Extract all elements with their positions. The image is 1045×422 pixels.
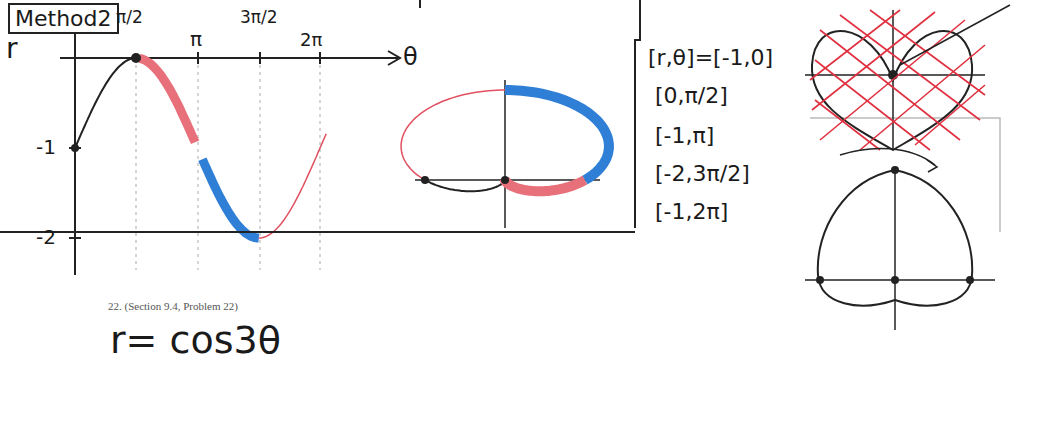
equation: r= cos3θ <box>110 320 281 362</box>
axis-label: θ <box>403 44 418 70</box>
point-dot <box>131 53 141 63</box>
point-pair: [r,θ]=[-1,0] <box>648 46 773 70</box>
grid-lines <box>136 58 320 270</box>
frame-line <box>419 0 421 8</box>
point-dot <box>816 276 824 284</box>
tick-label: π/2 <box>116 8 143 27</box>
graph-curve <box>75 58 136 148</box>
problem-heading: 22. (Section 9.4, Problem 22) <box>108 300 238 312</box>
tick-marks <box>69 52 320 238</box>
rejected-sketch <box>900 5 1010 65</box>
tick-label: 3π/2 <box>240 8 278 27</box>
frame-line <box>0 231 635 233</box>
frame-line <box>810 118 1000 232</box>
tick-label: -2 <box>36 226 56 248</box>
cross-out-hatching <box>810 10 985 150</box>
point-dot <box>891 276 899 284</box>
point-dot <box>966 276 974 284</box>
arrow-head <box>927 160 937 172</box>
point-dot <box>888 70 898 80</box>
method-box: Method2 <box>8 3 119 34</box>
axis-label: r <box>6 34 18 65</box>
point-dot <box>501 176 509 184</box>
tick-label: -1 <box>36 136 56 158</box>
polar-axis <box>894 170 896 330</box>
point-pair: [-2,3π/2] <box>655 162 750 186</box>
point-pair: [-1,π] <box>655 124 714 148</box>
box-title: Method2 <box>15 6 112 31</box>
graph-curve-red <box>139 58 195 142</box>
polar-curve-thin <box>401 90 505 180</box>
point-dot <box>891 166 899 174</box>
point-dot <box>421 176 429 184</box>
polar-curve-red <box>505 180 585 191</box>
polar-curve <box>425 180 505 191</box>
frame-line <box>635 0 640 228</box>
point-pair: [0,π/2] <box>655 84 728 108</box>
point-dot <box>71 144 79 152</box>
point-pair: [-1,2π] <box>655 200 728 224</box>
tick-label: 2π <box>300 30 322 50</box>
arrow-line <box>840 148 935 165</box>
tick-label: π <box>190 28 202 50</box>
graph-curve-thin <box>259 134 326 238</box>
theta-axis <box>60 57 398 59</box>
polar-axis <box>504 80 506 228</box>
axis-arrow <box>388 51 400 65</box>
graph-curve-blue <box>202 159 258 238</box>
polar-curve-blue <box>505 90 609 180</box>
